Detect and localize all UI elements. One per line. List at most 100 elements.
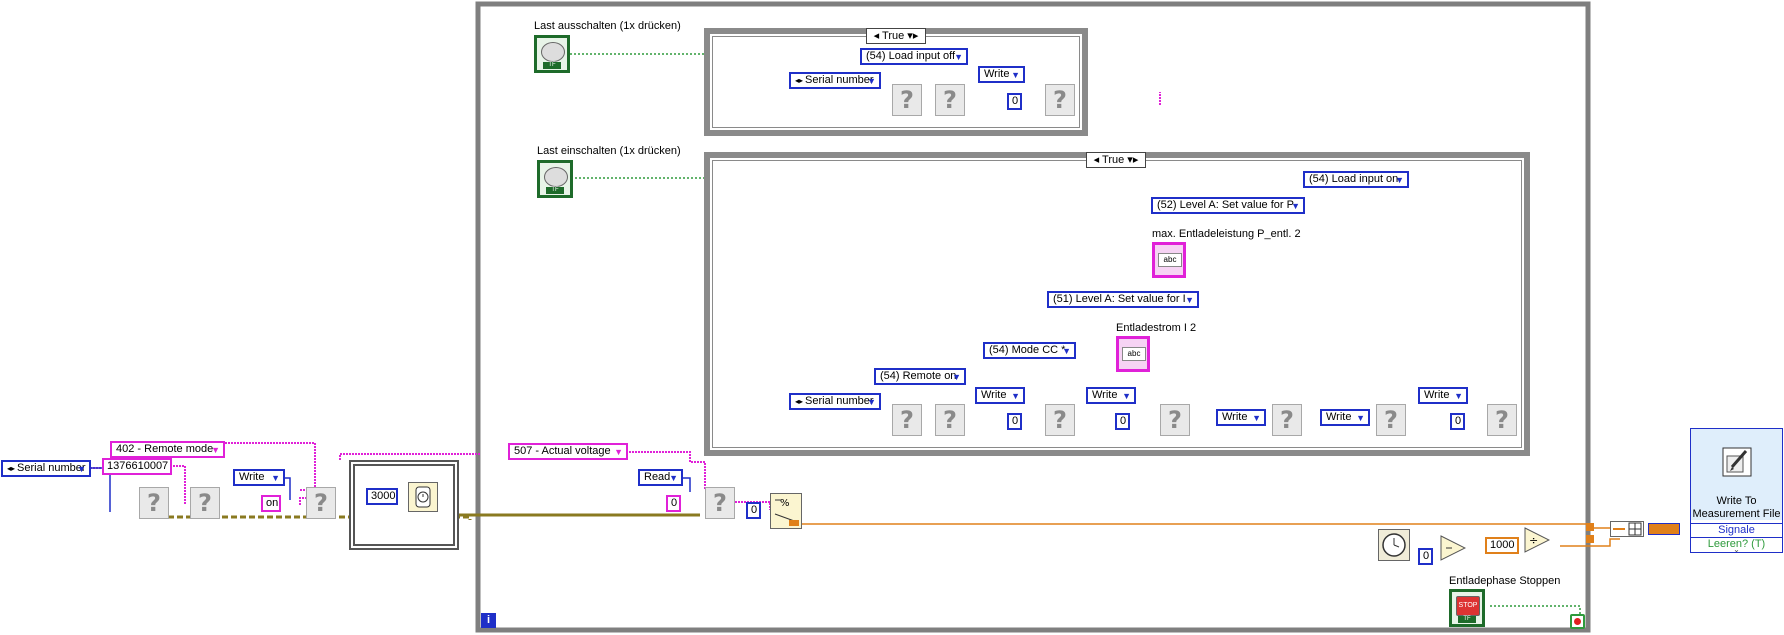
clock-icon [1382,533,1406,557]
ring-label: Write [1424,389,1450,401]
case-selector-top[interactable]: ◂ True ▾▸ [866,28,926,44]
dropdown-icon: ▼ [77,464,86,474]
last-ausschalten-button[interactable]: TF [534,35,570,73]
wait-ms-function[interactable] [408,482,438,512]
dropdown-icon: ▼ [954,52,963,62]
write-ring-top[interactable]: Write▼ [978,66,1025,83]
build-array-function[interactable] [1610,521,1644,537]
last-einschalten-label: Last einschalten (1x drücken) [537,145,681,157]
unknown-vi-top-2[interactable]: ? [935,84,965,116]
zero-constant-b2[interactable]: 0 [1115,413,1130,430]
zero-constant-index[interactable]: 0 [746,502,761,519]
last-einschalten-button[interactable]: TF [537,160,573,198]
unknown-vi-b4[interactable]: ? [1160,404,1190,436]
write-file-icon [1722,447,1752,477]
dropdown-icon: ▼ [867,397,876,407]
svg-text:÷: ÷ [1529,534,1538,547]
case-left-icon: ◂ [873,30,880,42]
write-ring-b1[interactable]: Write▼ [975,387,1025,404]
dropdown-icon: ▼ [271,473,280,483]
dropdown-icon: ▼ [1185,295,1194,305]
ring-label: Write [239,471,265,483]
zero-constant-b1[interactable]: 0 [1007,413,1022,430]
unknown-vi-b3[interactable]: ? [1045,404,1075,436]
dropdown-icon: ▼ [211,445,220,455]
max-entladeleistung-control[interactable]: abc [1152,242,1186,278]
max-entladeleistung-label: max. Entladeleistung P_entl. 2 [1152,228,1301,240]
subtract-function-icon[interactable] [1440,535,1466,561]
unknown-vi-b5[interactable]: ? [1272,404,1302,436]
express-vi-title: Write To Measurement File [1692,495,1781,520]
ring-label: (52) Level A: Set value for P [1157,199,1294,211]
dropdown-icon: ▼ [614,447,623,457]
loop-condition-icon[interactable] [1570,614,1585,629]
unknown-vi-1[interactable]: ? [139,487,169,519]
case-right-icon: ▸ [1132,154,1139,166]
load-input-on-ring[interactable]: (54) Load input on▼ [1303,171,1409,188]
ring-label: Write [1092,389,1118,401]
ring-label: (54) Mode CC * [989,344,1066,356]
thousand-constant[interactable]: 1000 [1485,537,1519,554]
expand-chevron-icon[interactable]: ⌄ [1733,545,1740,554]
wait-ms-constant[interactable]: 3000 [366,488,398,505]
ring-label: Serial number [805,395,874,407]
write-ring-left[interactable]: Write ▼ [233,469,285,486]
remote-on-ring[interactable]: (54) Remote on▼ [874,368,966,385]
write-to-measurement-file-vi[interactable]: Write To Measurement File Signale Leeren… [1690,428,1783,554]
load-input-off-ring[interactable]: (54) Load input off▼ [860,48,968,65]
string-to-number-function[interactable]: % [770,493,802,529]
ring-label: 507 - Actual voltage [514,445,611,457]
serial-number-ring-top[interactable]: ◂▸Serial number▼ [789,72,881,89]
entladestrom-control[interactable]: abc [1116,336,1150,372]
ring-label: (54) Load input off [866,50,956,62]
unknown-vi-2[interactable]: ? [190,487,220,519]
dropdown-icon: ▼ [1395,175,1404,185]
zero-constant-read[interactable]: 0 [666,495,681,512]
serial-number-ring-bottom[interactable]: ◂▸Serial number▼ [789,393,881,410]
write-ring-b2[interactable]: Write▼ [1086,387,1136,404]
unknown-vi-3[interactable]: ? [306,487,336,519]
level-p-ring[interactable]: (52) Level A: Set value for P▼ [1151,197,1305,214]
zero-constant-top[interactable]: 0 [1007,93,1022,110]
zero-constant-tick[interactable]: 0 [1418,548,1433,565]
tick-count-function[interactable] [1378,529,1410,561]
signals-input[interactable]: Signale [1691,523,1782,537]
case-structure-top [704,28,1088,136]
ring-label: Write [1326,411,1352,423]
read-ring[interactable]: Read▼ [638,469,683,486]
divide-function-icon[interactable]: ÷ [1524,527,1550,553]
level-i-ring[interactable]: (51) Level A: Set value for I▼ [1047,291,1199,308]
case-selector-label: True [882,30,905,42]
mode-cc-ring[interactable]: (54) Mode CC *▼ [983,342,1076,359]
unknown-vi-top-3[interactable]: ? [1045,84,1075,116]
actual-voltage-ring[interactable]: 507 - Actual voltage▼ [508,443,628,460]
case-selector-label: True [1102,154,1125,166]
dropdown-icon: ▼ [1062,346,1071,356]
serial-number-ring-left[interactable]: ◂▸Serial number▼ [1,460,91,477]
dropdown-icon: ▼ [1011,70,1020,80]
remote-mode-ring[interactable]: 402 - Remote mode▼ [110,441,225,458]
entladestrom-label: Entladestrom I 2 [1116,322,1197,334]
unknown-vi-top-1[interactable]: ? [892,84,922,116]
write-ring-b3[interactable]: Write▼ [1216,409,1266,426]
unknown-vi-read[interactable]: ? [705,487,735,519]
on-constant[interactable]: on [261,495,281,512]
ring-label: (54) Load input on [1309,173,1399,185]
zero-constant-b3[interactable]: 0 [1450,413,1465,430]
unknown-vi-b1[interactable]: ? [892,404,922,436]
clear-input[interactable]: Leeren? (T) [1691,537,1782,551]
last-ausschalten-label: Last ausschalten (1x drücken) [534,20,681,32]
convert-to-dynamic-data[interactable] [1648,523,1680,535]
unknown-vi-b7[interactable]: ? [1487,404,1517,436]
entladephase-stoppen-label: Entladephase Stoppen [1449,575,1561,587]
ring-label: Write [981,389,1007,401]
unknown-vi-b2[interactable]: ? [935,404,965,436]
write-ring-b4[interactable]: Write▼ [1320,409,1370,426]
unknown-vi-b6[interactable]: ? [1376,404,1406,436]
ring-label: (54) Remote on [880,370,957,382]
case-right-icon: ▸ [912,30,919,42]
case-selector-bottom[interactable]: ◂ True ▾▸ [1086,152,1146,168]
write-ring-b5[interactable]: Write▼ [1418,387,1468,404]
serial-value-constant[interactable]: 1376610007 [102,458,172,475]
